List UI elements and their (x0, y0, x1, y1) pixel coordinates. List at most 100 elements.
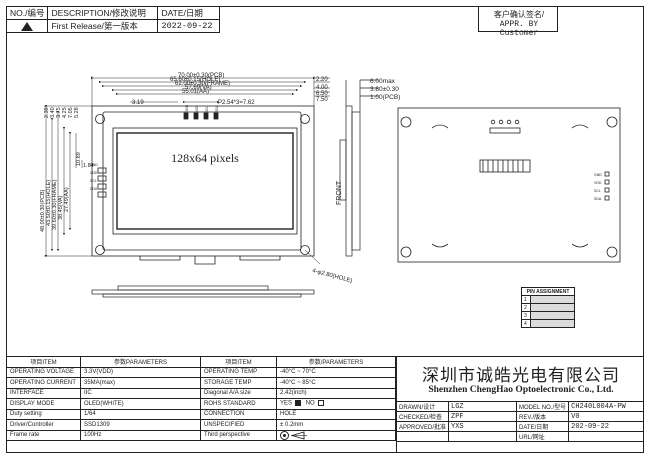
back-chip (489, 127, 521, 134)
top-pin-vdd: VDD (195, 105, 199, 112)
dim-aa-height: 27.49(AA) (64, 187, 70, 212)
front-pin-sda: SDA (90, 187, 98, 191)
pin-pad-1 (183, 112, 189, 120)
pin-name-redacted (530, 319, 575, 328)
pin-name-redacted (530, 311, 575, 320)
param-value: -40°C ~ 85°C (276, 377, 396, 389)
title-block: 深圳市诚皓光电有限公司 Shenzhen ChengHao Optoelectr… (395, 356, 644, 453)
params-header-row: 项目ITEM 参数PARAMETERS 项目ITEM 参数/PARAMETERS (6, 356, 396, 368)
back-hole-br (606, 246, 618, 258)
back-pin-sda: SDA (594, 197, 602, 201)
param-value: 35MA(max) (80, 377, 201, 389)
drawn-label: DRAWN/设计 (395, 401, 450, 412)
params-row: Frame rate 100Hz Third perspective (6, 429, 396, 441)
back-pin-pad (604, 179, 610, 185)
company-name-cn: 深圳市诚皓光电有限公司 (422, 366, 620, 385)
panel-resolution-label: 128x64 pixels (171, 151, 239, 165)
dim-pcb-thickness: 1.00(PCB) (370, 94, 400, 101)
title-block-table: DRAWN/设计 LGZ MODEL NO./型号 CH240L004A-PW … (395, 401, 644, 442)
dim-1089: 10.89 (76, 152, 82, 166)
dim-right-2: 4.00 (316, 85, 328, 91)
params-row: Duty setting 1/64 CONNECTION HOLE (6, 408, 396, 420)
back-pin-hole (498, 119, 504, 125)
front-label: FRONT (336, 180, 343, 205)
projection-cone-icon (290, 431, 307, 440)
back-pin-hole (490, 119, 496, 125)
back-pcb-outline (397, 107, 621, 263)
back-pin-vdd: VDD (594, 181, 602, 185)
rohs-yes-label: YES (280, 401, 293, 408)
checked-value: ZPF (448, 411, 518, 422)
param-label: DISPLAY MODE (6, 398, 81, 410)
visible-area (112, 127, 298, 235)
param-label: Driver/Controller (6, 419, 81, 431)
active-area (116, 132, 294, 230)
dim-pcb-width: 70.00±0.30(PCB) (178, 73, 224, 79)
pin-pad-3 (203, 112, 209, 120)
mount-hole-tl (95, 114, 105, 124)
pin-name-redacted (530, 303, 575, 312)
side-dimension-labels: 6.00max 3.80±0.30 1.00(PCB) FRONT (336, 78, 400, 205)
param-label: ROHS STANDARD (200, 398, 277, 410)
dim-hole-height: 43.50±0.15(HOLE) (46, 180, 52, 226)
param-value: 3.3V(VDD) (80, 366, 201, 378)
front-pin-scl: SCL (90, 179, 97, 183)
back-clip (571, 124, 589, 129)
param-label: UNSPECIFIED (200, 419, 277, 431)
date-label: DATE/日期 (516, 421, 570, 432)
mount-hole-br (300, 245, 310, 255)
dim-small-6: 5.28 (74, 107, 80, 118)
pin-assignment-table: PIN ASSIGNMENT 1 2 3 4 (521, 287, 575, 328)
param-label: Frame rate (6, 429, 81, 441)
model-label: MODEL NO./型号 (516, 401, 570, 412)
param-value: SSD1309 (80, 419, 201, 431)
approved-value: YXS (448, 421, 518, 432)
date-value: 202-09-22 (568, 421, 644, 432)
front-view (91, 105, 315, 265)
param-label: Diagonal A/A size (200, 387, 277, 399)
smd-component (97, 191, 107, 198)
rohs-value: YES NO (276, 398, 396, 410)
front-pin-vdd: VDD (90, 171, 98, 175)
rohs-no-label: NO (305, 401, 315, 408)
param-label: CONNECTION (200, 408, 277, 420)
pin-name-redacted (530, 295, 575, 304)
company-name-en: Shenzhen ChengHao Optoelectronic Co., Lt… (428, 385, 614, 395)
dim-right-3: 6.50 (316, 91, 328, 97)
top-pin-labels: GND VDD SCL SDA (185, 104, 219, 112)
back-hole-tl (400, 116, 412, 128)
checked-label: CHECKED/检查 (395, 411, 450, 422)
dim-pin-offset: 3.19 (132, 100, 144, 106)
bottom-side-view (91, 285, 315, 298)
param-value: IIC (80, 387, 201, 399)
dim-right-4: 7.50 (316, 97, 328, 103)
top-pin-sda: SDA (215, 105, 219, 112)
dimension-labels-left: 48.00±0.30(PCB) 43.50±0.15(HOLE) 39.60±0… (40, 107, 94, 232)
pin-number: 3 (521, 311, 531, 320)
back-pin-scl: SCL (594, 189, 601, 193)
dim-aa-width: 55.01(AA) (182, 89, 209, 95)
back-view (397, 107, 621, 263)
approved-label: APPROVED/批准 (395, 421, 450, 432)
dim-right-1: 2.20 (316, 77, 328, 83)
param-label: Duty setting (6, 408, 81, 420)
back-pin-pad (604, 171, 610, 177)
params-value-header-2: 参数/PARAMETERS (276, 356, 396, 368)
param-label: Third perspective (200, 429, 277, 441)
back-pin-labels: GND VDD SCL SDA (594, 173, 602, 201)
pin-assignment-title: PIN ASSIGNMENT (521, 287, 575, 296)
dim-frame-height: 39.60±0.30(FRAME) (52, 179, 58, 230)
param-value: ± 0.2mm (276, 419, 396, 431)
approval-label-en: APPR. BY Customer (499, 20, 539, 38)
frame-tab (139, 256, 181, 261)
dim-va-width: 57.69(VA) (185, 85, 212, 91)
dim-small-5: 7.05 (68, 107, 74, 118)
back-pin-gnd: GND (594, 173, 602, 177)
pin-pad-4 (213, 112, 219, 120)
dimension-labels-top: 70.00±0.30(PCB) 65.60±0.15(HOLE) 62.00±0… (132, 73, 328, 106)
hole-callout: 4-φ2.80(HOLE) (311, 268, 352, 284)
sheet-border (6, 6, 644, 453)
params-item-header-2: 项目ITEM (200, 356, 277, 368)
pin-pad-2 (193, 112, 199, 120)
